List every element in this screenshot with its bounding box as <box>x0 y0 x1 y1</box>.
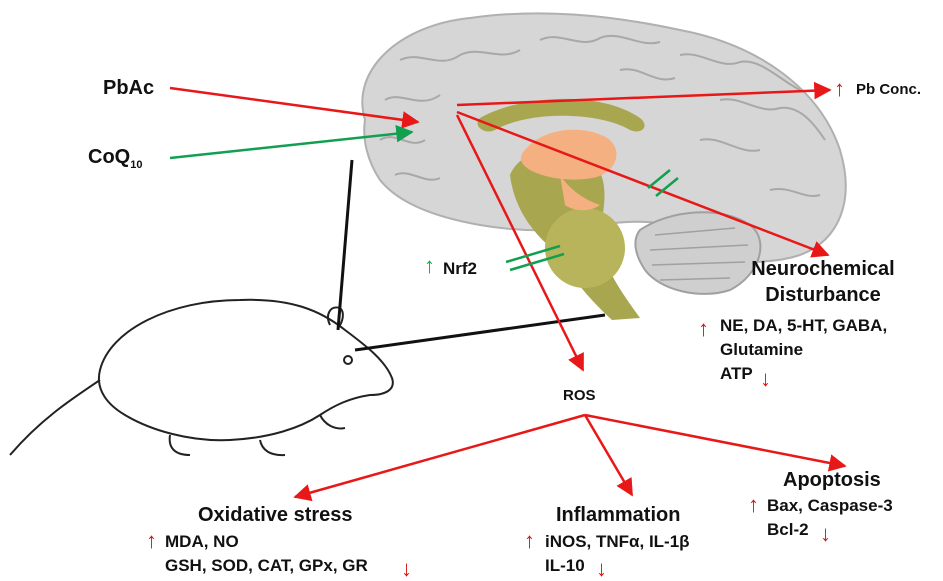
coq10-label: CoQ10 <box>88 146 142 171</box>
inflammation-down-arrow-icon: ↓ <box>596 558 607 580</box>
neurochemical-title-line1: Neurochemical <box>723 258 923 281</box>
arrow-to-inflammation <box>585 415 632 495</box>
apoptosis-title: Apoptosis <box>783 469 881 492</box>
cerebellum <box>635 212 760 294</box>
pbac-label: PbAc <box>103 77 154 100</box>
oxidative-down-arrow-icon: ↓ <box>401 558 412 580</box>
connector-line-left <box>338 160 352 330</box>
oxidative-stress-title: Oxidative stress <box>198 504 353 527</box>
neuro-up-line2: Glutamine <box>720 340 803 360</box>
nrf2-up-arrow-icon: ↑ <box>424 255 435 277</box>
oxidative-up-arrow-icon: ↑ <box>146 530 157 552</box>
inflammation-down-label: IL-10 <box>545 556 585 576</box>
neuro-up-arrow-icon: ↑ <box>698 318 709 340</box>
inflammation-title: Inflammation <box>556 504 680 527</box>
rat-illustration <box>10 300 393 455</box>
arrow-to-apoptosis <box>585 415 845 466</box>
inflammation-up-arrow-icon: ↑ <box>524 530 535 552</box>
pb-conc-up-arrow-icon: ↑ <box>834 78 845 100</box>
apoptosis-up-arrow-icon: ↑ <box>748 494 759 516</box>
coq10-subscript: 10 <box>130 159 142 171</box>
inflammation-up-label: iNOS, TNFα, IL-1β <box>545 532 690 552</box>
nrf2-label: Nrf2 <box>443 259 477 279</box>
neuro-up-line1: NE, DA, 5-HT, GABA, <box>720 316 887 336</box>
connector-line-right <box>355 315 605 350</box>
neurochemical-title-line2: Disturbance <box>723 284 923 307</box>
atp-down-arrow-icon: ↓ <box>760 368 771 390</box>
apoptosis-up-label: Bax, Caspase-3 <box>767 496 893 516</box>
neuro-down-label: ATP <box>720 364 753 384</box>
apoptosis-down-arrow-icon: ↓ <box>820 523 831 545</box>
oxidative-up-label: MDA, NO <box>165 532 239 552</box>
coq10-main-text: CoQ <box>88 146 130 168</box>
arrow-to-oxidative <box>295 415 585 497</box>
ros-label: ROS <box>563 387 596 404</box>
pb-conc-label: Pb Conc. <box>856 81 921 98</box>
oxidative-down-label: GSH, SOD, CAT, GPx, GR <box>165 556 368 576</box>
apoptosis-down-label: Bcl-2 <box>767 520 809 540</box>
